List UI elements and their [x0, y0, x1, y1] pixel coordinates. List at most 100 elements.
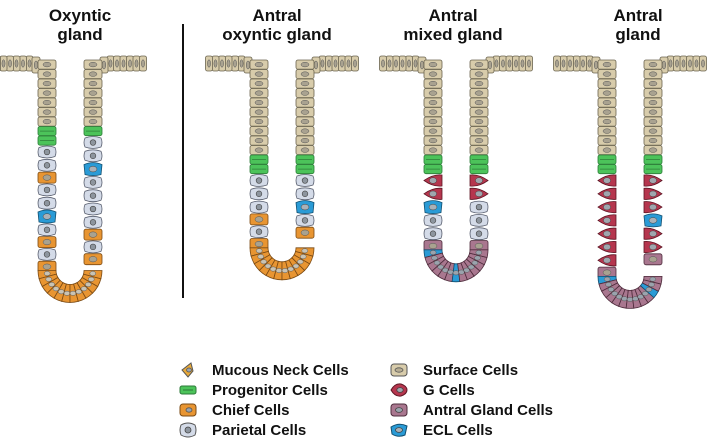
gland-title-line1: Oxyntic [48, 6, 112, 25]
surface-cell [249, 88, 269, 99]
gland-cell [597, 164, 617, 175]
gland-cell [249, 200, 269, 214]
gland-cell [37, 196, 57, 210]
gland-layer [0, 55, 707, 309]
surface-cell [0, 55, 8, 72]
surface-cell [224, 55, 233, 72]
gland-cell [295, 200, 315, 214]
surface-cell [566, 55, 574, 72]
surface-cell [469, 107, 489, 118]
surface-cell [132, 55, 141, 72]
surface-cell [597, 78, 617, 89]
gland-cell [249, 154, 269, 165]
gland-cell [249, 174, 269, 187]
gland-cell [37, 236, 57, 249]
surface-cell [0, 56, 1, 71]
gland-base-cell [281, 260, 291, 281]
legend-item-progenitor: Progenitor Cells [178, 380, 328, 400]
gland-base-cell [295, 247, 315, 257]
gland-cell [597, 154, 617, 165]
gland-cell [597, 240, 617, 254]
gland-cell [597, 266, 617, 279]
gland-cell [37, 135, 57, 146]
surface-cell [295, 135, 315, 146]
surface-cell [295, 88, 315, 99]
gland-cell [295, 154, 315, 165]
surface-cell [139, 55, 147, 72]
surface-cell [338, 55, 346, 72]
gland-base-cell [61, 283, 71, 303]
surface-cell [295, 145, 315, 156]
surface-cell [83, 59, 103, 70]
surface-cell [423, 69, 443, 80]
surface-cell [37, 78, 57, 89]
surface-cell [295, 59, 315, 70]
surface-cell [469, 69, 489, 80]
legend-item-ecl: ECL Cells [389, 420, 493, 440]
surface-cell [37, 116, 57, 127]
surface-cell [295, 97, 315, 108]
gland-base-cell [643, 276, 663, 285]
surface-cell [119, 55, 128, 72]
surface-cell [205, 55, 213, 72]
gland-title-line2: mixed gland [403, 25, 503, 44]
surface-cell [423, 59, 443, 70]
gland-base-cell [423, 249, 443, 258]
gland-base-cell [444, 262, 455, 283]
gland-cell [643, 154, 663, 165]
surface-cell [37, 107, 57, 118]
surface-cell [686, 55, 694, 72]
gland-cell [295, 164, 315, 175]
surface-cell [37, 69, 57, 80]
gland-cell [83, 189, 103, 203]
surface-cell [249, 126, 269, 137]
progenitor-cell-icon [179, 385, 197, 395]
surface-cell [643, 145, 663, 156]
gland-cell [83, 215, 103, 229]
gland-cell [295, 174, 315, 187]
surface-cell [643, 97, 663, 108]
gland-base-cell [69, 283, 79, 303]
surface-cell [597, 88, 617, 99]
surface-cell [469, 88, 489, 99]
gland-cell [83, 202, 103, 216]
gland-cell [37, 126, 57, 137]
surface-cell [423, 135, 443, 146]
gland-cell [643, 201, 663, 214]
surface-cell [331, 55, 340, 72]
surface-cell [6, 55, 14, 72]
surface-cell [295, 126, 315, 137]
surface-cell [295, 69, 315, 80]
gland-base-cell [37, 270, 57, 280]
legend-label: Progenitor Cells [212, 381, 328, 399]
gland-title-antral-mixed: Antral mixed gland [368, 6, 538, 44]
gland-cell [83, 126, 103, 137]
gland-cell [643, 253, 663, 266]
surface-cell [643, 116, 663, 127]
gland-cell [597, 201, 617, 214]
gland-cell [37, 171, 57, 184]
gland-cell [643, 240, 663, 254]
gland-cell [643, 227, 663, 240]
surface-cell [597, 69, 617, 80]
surface-cell [249, 69, 269, 80]
surface-cell [469, 78, 489, 89]
surface-cell [469, 116, 489, 127]
gland-cell [597, 254, 617, 267]
surface-cell [423, 145, 443, 156]
gland-title-line2: gland [615, 25, 661, 44]
gland-cell [83, 176, 103, 189]
gland-title-line1: Antral [252, 6, 302, 25]
surface-cell [237, 55, 246, 72]
surface-cell [525, 55, 533, 72]
surface-cell [249, 107, 269, 118]
gland-oxyntic [0, 55, 147, 303]
gland-title-oxyntic: Oxyntic gland [0, 6, 165, 44]
surface-cell [295, 116, 315, 127]
surface-cell [83, 69, 103, 80]
surface-cell [518, 55, 527, 72]
surface-cell [673, 55, 681, 72]
surface-cell [83, 88, 103, 99]
gland-cell [37, 248, 57, 261]
